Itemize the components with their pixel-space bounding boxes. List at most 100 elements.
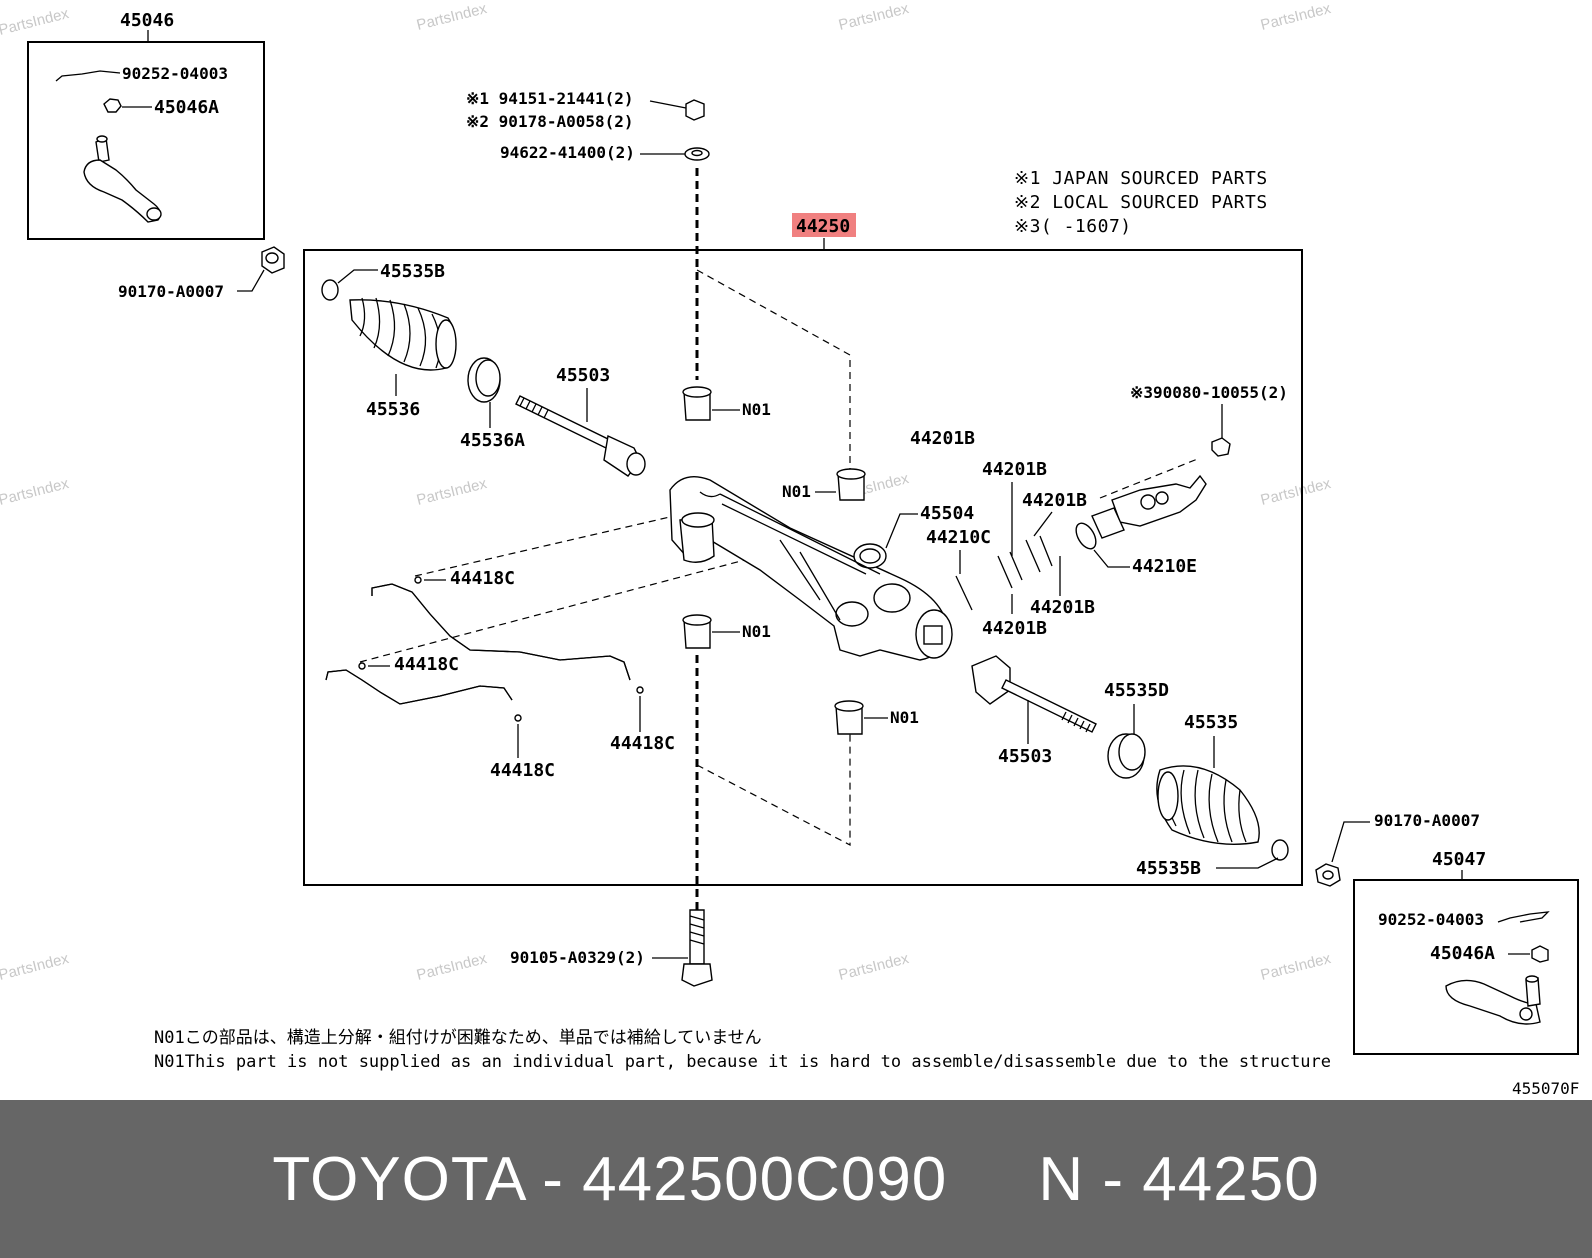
assembly-highlight [792, 213, 856, 237]
part-label-90105-A0329[interactable]: 90105-A0329(2) [510, 948, 645, 967]
part-label-90252-04003[interactable]: 90252-04003 [1378, 910, 1484, 929]
part-label-44201B[interactable]: 44201B [982, 618, 1047, 639]
part-label-45535B[interactable]: 45535B [1136, 858, 1201, 879]
tie-rod-icon [515, 395, 646, 477]
part-label-N01[interactable]: N01 [782, 482, 811, 501]
part-label-45504[interactable]: 45504 [920, 503, 974, 524]
rack-boot-icon [349, 297, 457, 371]
part-label-44418C[interactable]: 44418C [394, 654, 459, 675]
union-seal-group: 44418C 44418C 44418C 44418C [358, 568, 675, 781]
footer-title: TOYOTA - 442500C090 N - 44250 [272, 1144, 1320, 1214]
top-bolt-label-1[interactable]: ※1 94151-21441(2) [466, 89, 634, 108]
watermark: PartsIndex [1259, 0, 1333, 34]
part-label-45503[interactable]: 45503 [998, 746, 1052, 767]
control-valve-group: ※390080-10055(2) 44210E [1075, 383, 1288, 577]
part-label-45046A[interactable]: 45046A [154, 97, 219, 118]
part-label-N01[interactable]: N01 [742, 622, 771, 641]
bushing-top-group: N01 [682, 386, 771, 421]
seal-ring-icon [1009, 551, 1023, 581]
part-label-44201B[interactable]: 44201B [910, 428, 975, 449]
part-label-44418C[interactable]: 44418C [490, 760, 555, 781]
boot-right-group: 45535 [1156, 712, 1260, 845]
legend: ※1 JAPAN SOURCED PARTS ※2 LOCAL SOURCED … [1014, 168, 1268, 237]
boot-band-left-group: 45536A [460, 357, 525, 451]
rack-guide-group: 45504 [885, 503, 974, 549]
watermark: PartsIndex [837, 950, 911, 984]
part-label-45046[interactable]: 45046 [120, 10, 174, 31]
castle-nut-icon [103, 98, 122, 113]
watermark: PartsIndex [0, 475, 71, 509]
bushing-bottom-group: N01 [834, 700, 919, 735]
bushing-mid-group: N01 [782, 468, 866, 501]
bleeder-plug-icon [1211, 437, 1231, 457]
tie-rod-end-icon [1445, 975, 1541, 1025]
cotter-pin-icon [55, 70, 121, 82]
tie-rod-icon [971, 655, 1097, 733]
seal-ring-icon [1025, 539, 1041, 573]
boot-left-group: 45536 [349, 297, 457, 420]
seal-ring-icon [955, 575, 973, 611]
clamp-icon [1271, 839, 1289, 861]
part-label-94622-41400[interactable]: 94622-41400(2) [500, 143, 635, 162]
part-label-N01[interactable]: N01 [890, 708, 919, 727]
seal-ring-icon [1039, 535, 1053, 567]
part-label-44210E[interactable]: 44210E [1132, 556, 1197, 577]
inner-tie-rod-left-group: 45503 [515, 365, 646, 477]
legend-line-2: ※2 LOCAL SOURCED PARTS [1014, 192, 1268, 213]
part-label-N01[interactable]: N01 [742, 400, 771, 419]
valve-body-icon [1091, 474, 1207, 539]
parts-diagram: PartsIndex PartsIndex PartsIndex PartsIn… [0, 0, 1580, 1098]
part-label-45535D[interactable]: 45535D [1104, 680, 1169, 701]
guide-line [696, 720, 851, 846]
notes: N01この部品は、構造上分解・組付けが困難なため、単品では補給していません N0… [154, 1028, 1331, 1072]
detail-box [1353, 879, 1579, 1055]
part-label-44201B[interactable]: 44201B [1030, 597, 1095, 618]
detail-box [27, 41, 265, 240]
tie-rod-end-right-group: 45047 90252-04003 45046A [1353, 849, 1579, 1055]
part-label-45047[interactable]: 45047 [1432, 849, 1486, 870]
assembly-frame [303, 249, 1303, 886]
union-seal-icon [358, 662, 366, 670]
footer-bar: TOYOTA - 442500C090 N - 44250 [0, 1100, 1592, 1258]
inner-tie-rod-right-group: 45503 [971, 655, 1097, 767]
nut-left-group: 90170-A0007 [118, 246, 285, 301]
part-label-45536[interactable]: 45536 [366, 399, 420, 420]
watermark: PartsIndex [837, 0, 911, 34]
tie-rod-end-icon [83, 135, 162, 223]
note-japanese: N01この部品は、構造上分解・組付けが困難なため、単品では補給していません [154, 1028, 762, 1048]
clamp-icon [321, 279, 339, 301]
part-label-44418C[interactable]: 44418C [610, 733, 675, 754]
tie-rod-end-left-group: 45046 90252-04003 45046A [27, 10, 265, 240]
part-label-90252-04003[interactable]: 90252-04003 [122, 64, 228, 83]
assembly-label-44250[interactable]: 44250 [796, 216, 850, 237]
boot-clamp-right-group: 45535B [1136, 839, 1289, 879]
part-label-45535[interactable]: 45535 [1184, 712, 1238, 733]
rack-boot-icon [1156, 765, 1260, 845]
castle-nut-icon [1531, 945, 1549, 963]
mounting-bolt-icon [681, 909, 713, 987]
part-label-90170-A0007[interactable]: 90170-A0007 [1374, 811, 1480, 830]
part-label-44201B[interactable]: 44201B [1022, 490, 1087, 511]
watermark: PartsIndex [415, 0, 489, 34]
watermark: PartsIndex [415, 950, 489, 984]
part-label-44418C[interactable]: 44418C [450, 568, 515, 589]
part-label-45536A[interactable]: 45536A [460, 430, 525, 451]
top-bolt-label-2[interactable]: ※2 90178-A0058(2) [466, 112, 634, 131]
bolt-nut-icon [685, 99, 705, 121]
assembly-label-group[interactable]: 44250 [792, 213, 856, 250]
watermark: PartsIndex [0, 950, 71, 984]
watermark: PartsIndex [1259, 475, 1333, 509]
top-bolt-group: ※1 94151-21441(2) ※2 90178-A0058(2) 9462… [466, 89, 710, 380]
nut-right-group: 90170-A0007 [1315, 811, 1480, 887]
watermark: PartsIndex [1259, 950, 1333, 984]
part-label-45503[interactable]: 45503 [556, 365, 610, 386]
valve-part-label[interactable]: ※390080-10055(2) [1130, 383, 1288, 402]
legend-line-1: ※1 JAPAN SOURCED PARTS [1014, 168, 1268, 189]
part-label-45046A[interactable]: 45046A [1430, 943, 1495, 964]
guide-line [696, 269, 851, 490]
o-ring-icon [1075, 522, 1097, 550]
part-label-44201B[interactable]: 44201B [982, 459, 1047, 480]
part-label-44210C[interactable]: 44210C [926, 527, 991, 548]
part-label-45535B[interactable]: 45535B [380, 261, 445, 282]
part-label-90170-A0007[interactable]: 90170-A0007 [118, 282, 224, 301]
